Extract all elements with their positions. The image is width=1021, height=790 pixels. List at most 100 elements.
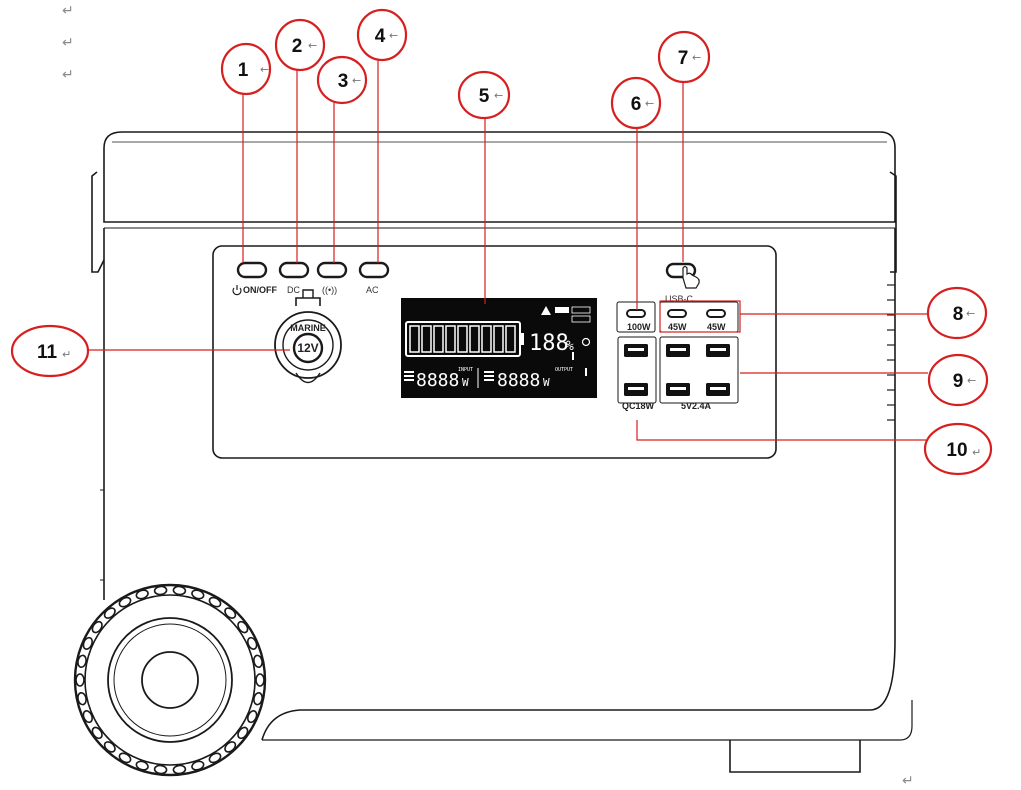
input-watts-digits: 8888	[416, 370, 459, 391]
right-handle	[889, 171, 897, 273]
callout-3-number: 3	[338, 71, 349, 92]
device-lid	[103, 131, 896, 223]
usb-a-5v-label: 5V2.4A	[681, 401, 712, 411]
wheel-tread-lug	[77, 654, 87, 669]
callout-8-number: 8	[953, 304, 964, 325]
output-label: OUTPUT	[555, 367, 573, 373]
callout-9: 9 ←	[927, 353, 989, 407]
callout-11: 11 ↵	[10, 324, 90, 378]
wheel-tread-lug	[191, 760, 205, 771]
marine-12v-outlet[interactable]	[274, 289, 342, 384]
callout-2: 2 ←	[274, 18, 326, 72]
callout-7: 7 ←	[657, 30, 711, 84]
callout-10-number: 10	[946, 440, 967, 461]
hand-press-icon	[682, 265, 700, 289]
wheel-tread-lug	[91, 620, 103, 634]
wheel-tread-lug	[153, 585, 168, 596]
outlet-voltage-label: 12V	[297, 341, 318, 355]
outlet-brand-label: MARINE	[290, 323, 326, 333]
power-symbol-icon	[232, 285, 242, 296]
usb-light-button[interactable]	[665, 262, 697, 279]
indicator-badge-icon	[555, 307, 569, 313]
left-handle	[91, 171, 105, 273]
callout-5-number: 5	[479, 86, 490, 107]
callout-4: 4 ←	[356, 8, 408, 62]
callout-4-number: 4	[375, 26, 386, 47]
usb-c-header: USB-C	[665, 294, 694, 304]
battery-percent-value: 188	[529, 331, 569, 356]
battery-segments	[409, 325, 516, 353]
callout-3-arrow: ←	[352, 74, 361, 87]
callout-10: 10 ↵	[923, 422, 993, 476]
callout-11-arrow: ↵	[62, 348, 71, 361]
callout-3: 3 ←	[316, 55, 368, 105]
callout-11-number: 11	[37, 342, 58, 363]
wheel-tread-lug	[82, 636, 93, 650]
ac-button-label: AC	[366, 285, 379, 295]
wheel-tread-lug	[91, 726, 103, 740]
output-watts-unit: W	[543, 376, 550, 389]
usb-c-45w-label-1: 45W	[668, 322, 687, 332]
wheel-tread-lug	[118, 752, 132, 764]
wheel	[73, 583, 267, 777]
callout-6-number: 6	[631, 94, 642, 115]
input-label: INPUT	[458, 367, 473, 373]
dc-button-label: DC	[287, 285, 300, 295]
thermometer-icon-top	[572, 352, 574, 360]
wheel-tread-lug	[103, 607, 116, 619]
return-mark-2: ↵	[62, 35, 74, 51]
usb-a-ports-frame	[659, 336, 739, 404]
battery-percent-sign: %	[566, 339, 574, 354]
dc-button[interactable]	[278, 261, 310, 279]
return-mark-1: ↵	[62, 3, 74, 19]
usb-c-port-45w-2[interactable]	[706, 309, 726, 318]
return-mark-4: ↵	[902, 773, 914, 789]
wireless-button-label: ((•))	[322, 285, 337, 295]
callout-7-number: 7	[678, 48, 689, 69]
fan-icon	[581, 337, 591, 347]
lcd-screen	[401, 298, 597, 398]
wheel-tread-lug	[208, 596, 222, 608]
callout-5: 5 ←	[457, 70, 511, 120]
device-body	[91, 131, 913, 773]
body-right-edge	[261, 228, 896, 741]
wheel-tread-lug	[103, 741, 116, 753]
wheel-tread-lug	[172, 585, 187, 596]
wheel-tread-lug	[135, 760, 149, 771]
power-button[interactable]	[236, 261, 268, 279]
callout-6-arrow: ←	[645, 97, 654, 110]
callout-1: 1 ←	[220, 42, 272, 96]
callout-lines	[85, 60, 928, 441]
wheel-tread-lug	[237, 620, 249, 634]
callout-1-arrow: ←	[260, 63, 269, 76]
wheel-tread-lug	[191, 589, 205, 600]
wheel-tread-lug	[255, 673, 265, 687]
callout-8-arrow: ←	[966, 307, 975, 320]
callout-9-arrow: ←	[967, 374, 976, 387]
wireless-button[interactable]	[316, 261, 348, 279]
wheel-tread-lug	[224, 607, 237, 619]
wheel-tread-lug	[247, 636, 258, 650]
foot	[729, 740, 861, 773]
wheel-tread-lug	[224, 741, 237, 753]
wheel-tread-lug	[77, 691, 87, 706]
usb-c-port-100w[interactable]	[626, 309, 646, 318]
callout-4-arrow: ←	[389, 29, 398, 42]
wheel-tread-lug	[153, 764, 168, 775]
callout-8: 8 ←	[926, 286, 988, 340]
wheel-tread-lug	[135, 589, 149, 600]
return-mark-3: ↵	[62, 67, 74, 83]
wheel-tread-lug	[247, 710, 258, 724]
qc18w-label: QC18W	[622, 401, 655, 411]
callout-2-arrow: ←	[308, 39, 317, 52]
ac-button[interactable]	[358, 261, 390, 279]
wheel-treads	[75, 585, 265, 775]
wheel-tread-lug	[237, 726, 249, 740]
wheel-tread-lug	[82, 710, 93, 724]
wheel-tread-lug	[172, 764, 187, 775]
callout-10-arrow: ↵	[972, 446, 981, 459]
usb-c-port-45w-1[interactable]	[667, 309, 687, 318]
output-watts-digits: 8888	[497, 370, 540, 391]
callout-2-number: 2	[292, 36, 303, 57]
